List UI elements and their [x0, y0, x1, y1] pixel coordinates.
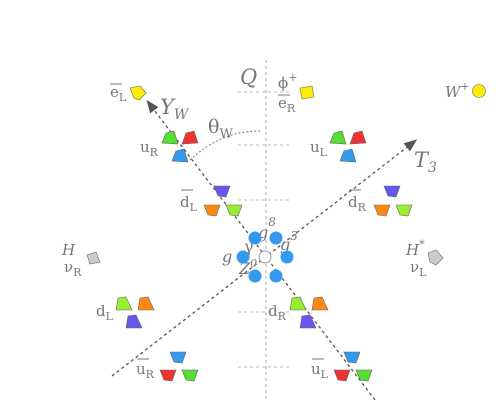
- isospin-axis-label: T3: [414, 148, 437, 176]
- dR-label: dR: [268, 302, 287, 323]
- w-plus-label: W+: [445, 80, 470, 101]
- uL-bar-blue-marker: [343, 351, 361, 364]
- uR-bar-label: uR: [136, 358, 155, 381]
- dL-bar-green-marker: [225, 204, 243, 217]
- uL-blue-marker: [339, 148, 357, 163]
- dR-bar-purple-marker: [383, 185, 401, 198]
- gluon-marker-bottom-right: [269, 269, 283, 283]
- dR-orange-marker: [311, 296, 329, 311]
- uR-bar-blue-marker: [169, 351, 187, 364]
- eR-bar-label: eR: [278, 94, 296, 115]
- g-label: g: [222, 247, 232, 266]
- phi-plus-label: ϕ+: [278, 71, 297, 92]
- dL-bar-purple-marker: [213, 185, 231, 198]
- dR-bar-orange-marker: [373, 204, 391, 217]
- uR-bar-green-marker: [181, 369, 199, 382]
- dL-green-marker: [115, 296, 133, 311]
- dL-orange-marker: [137, 296, 155, 311]
- w-plus-marker: [472, 84, 486, 98]
- z-boson-label: Z0: [238, 257, 257, 278]
- svg-text:eR: eR: [278, 94, 296, 115]
- g8-label: g8: [258, 215, 276, 242]
- uL-red-marker: [349, 130, 367, 145]
- uR-blue-marker: [171, 148, 189, 163]
- uL-bar-label: uL: [311, 358, 329, 381]
- eL-bar-marker: [129, 85, 147, 101]
- dR-bar-label: dR: [348, 189, 367, 214]
- uR-bar-red-marker: [159, 369, 177, 382]
- weinberg-angle-label: θW: [208, 116, 233, 142]
- photon-label: γ: [244, 237, 254, 256]
- h-marker: [86, 251, 101, 265]
- eR-bar-marker: [299, 85, 315, 100]
- h-star-marker: [427, 249, 444, 266]
- g3-label: g3: [280, 229, 298, 254]
- dR-green-marker: [289, 296, 307, 311]
- svg-text:dL: dL: [180, 193, 198, 214]
- particle-markers: [86, 84, 486, 382]
- dL-label: dL: [96, 302, 114, 323]
- uL-green-marker: [329, 130, 347, 145]
- eL-bar-label: eL: [110, 83, 127, 104]
- gluon-marker-top-left: [248, 231, 262, 245]
- dR-purple-marker: [299, 314, 317, 329]
- uR-red-marker: [181, 130, 199, 145]
- hypercharge-axis-label: YW: [160, 95, 190, 123]
- svg-text:uR: uR: [136, 360, 155, 381]
- isospin-axis: [111, 139, 418, 377]
- dL-purple-marker: [125, 314, 143, 329]
- uL-label: uL: [310, 138, 328, 159]
- nuR-label: νR: [64, 258, 82, 279]
- dR-bar-green-marker: [395, 204, 413, 217]
- h-star-label: H*: [405, 238, 425, 259]
- gluon-marker-top-right: [269, 231, 283, 245]
- hypercharge-axis: [146, 99, 376, 400]
- horizontal-guides: [238, 91, 292, 368]
- uL-bar-green-marker: [355, 369, 373, 382]
- dL-bar-label: dL: [180, 189, 198, 214]
- weinberg-angle-arc: [189, 130, 263, 161]
- gauge-bosons: [236, 231, 294, 283]
- svg-text:dR: dR: [348, 193, 367, 214]
- gluon-marker-right: [280, 250, 294, 264]
- uL-bar-red-marker: [333, 369, 351, 382]
- charge-axis-label: Q: [240, 65, 257, 89]
- dL-bar-orange-marker: [203, 204, 221, 217]
- svg-text:eL: eL: [110, 83, 127, 104]
- uR-green-marker: [161, 130, 179, 145]
- h-label: H: [61, 241, 76, 259]
- gluon-marker-bottom-left: [248, 269, 262, 283]
- uR-label: uR: [140, 138, 159, 159]
- gluon-marker-left: [236, 250, 250, 264]
- nuL-label: νL: [410, 258, 427, 279]
- photon-z-marker: [258, 250, 272, 264]
- svg-text:uL: uL: [311, 360, 329, 381]
